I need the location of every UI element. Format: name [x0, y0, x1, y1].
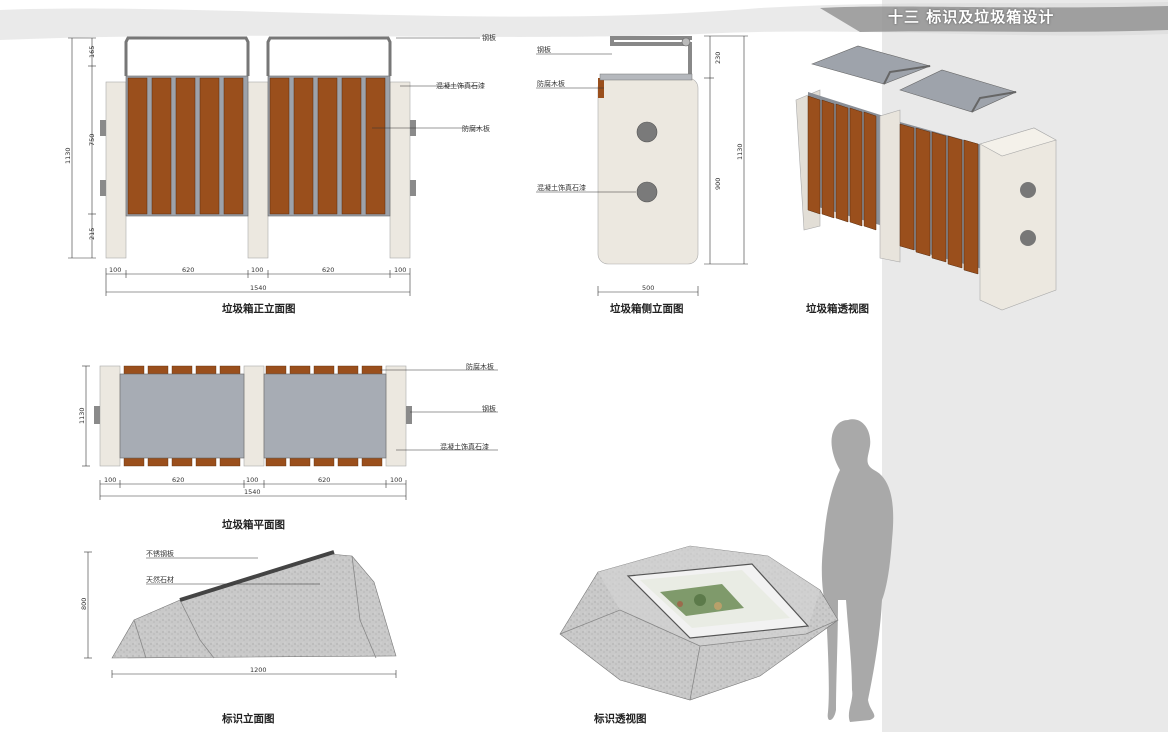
dim-w-100-c: 100 — [394, 266, 406, 274]
label-steel-plate: 钢板 — [482, 33, 496, 42]
plan-left-steel-lid — [119, 373, 245, 459]
right-background-panel — [882, 0, 1168, 732]
dim-w-620-b: 620 — [322, 266, 334, 274]
sign-steel-plate — [179, 550, 335, 602]
left-steel-handle — [124, 36, 250, 76]
dim-height-215: 215 — [88, 228, 96, 240]
caption-sign-perspective: 标识透视图 — [594, 713, 647, 725]
plan-dim-620-b: 620 — [318, 476, 330, 484]
side-dim-230: 230 — [714, 52, 722, 64]
side-label-wood: 防腐木板 — [537, 79, 565, 88]
perspective-hole-top — [1020, 182, 1036, 198]
sign-label-stone: 天然石材 — [146, 575, 174, 584]
caption-bin-perspective: 垃圾箱透视图 — [806, 303, 869, 315]
plan-dim-depth-1130: 1130 — [78, 407, 86, 424]
right-steel-handle — [266, 36, 392, 76]
caption-side-elevation: 垃圾箱侧立面图 — [610, 303, 684, 315]
side-label-steel: 钢板 — [537, 45, 551, 54]
side-dim-500: 500 — [642, 284, 654, 292]
sign-label-steel: 不锈钢板 — [146, 549, 174, 558]
plan-label-steel: 钢板 — [482, 404, 496, 413]
plan-right-steel-lid — [263, 373, 387, 459]
side-hole-bottom — [636, 181, 658, 203]
plan-label-concrete: 混凝土饰真石漆 — [440, 442, 489, 451]
side-dim-1130: 1130 — [736, 143, 744, 160]
plan-label-wood: 防腐木板 — [466, 362, 494, 371]
caption-sign-elevation: 标识立面图 — [222, 713, 275, 725]
label-concrete-paint: 混凝土饰真石漆 — [436, 81, 485, 90]
ink-brush-header — [0, 2, 1168, 40]
dim-w-620-a: 620 — [182, 266, 194, 274]
dim-w-100-b: 100 — [251, 266, 263, 274]
left-wood-slats — [127, 77, 244, 215]
sign-dim-height-800: 800 — [80, 598, 88, 610]
sign-dim-width-1200: 1200 — [250, 666, 267, 674]
dim-total-width-1540: 1540 — [250, 284, 267, 292]
plan-dim-total-1540: 1540 — [244, 488, 261, 496]
dim-height-750: 750 — [88, 134, 96, 146]
perspective-hole-bottom — [1020, 230, 1036, 246]
sign-stone-body — [111, 553, 397, 659]
caption-front-elevation: 垃圾箱正立面图 — [222, 303, 296, 315]
label-wood-board: 防腐木板 — [462, 124, 490, 133]
right-wood-slats — [269, 77, 386, 215]
plan-dim-100-b: 100 — [246, 476, 258, 484]
caption-plan: 垃圾箱平面图 — [222, 519, 285, 531]
plan-dim-100-c: 100 — [390, 476, 402, 484]
side-dim-900: 900 — [714, 178, 722, 190]
dim-total-height-1130: 1130 — [64, 147, 72, 164]
page-title: 十三 标识及垃圾箱设计 — [888, 8, 1055, 26]
plan-dim-100-a: 100 — [104, 476, 116, 484]
plan-dim-620-a: 620 — [172, 476, 184, 484]
side-label-concrete: 混凝土饰真石漆 — [537, 183, 586, 192]
dim-w-100-a: 100 — [109, 266, 121, 274]
side-hole-top — [636, 121, 658, 143]
dim-height-165: 165 — [88, 46, 96, 58]
